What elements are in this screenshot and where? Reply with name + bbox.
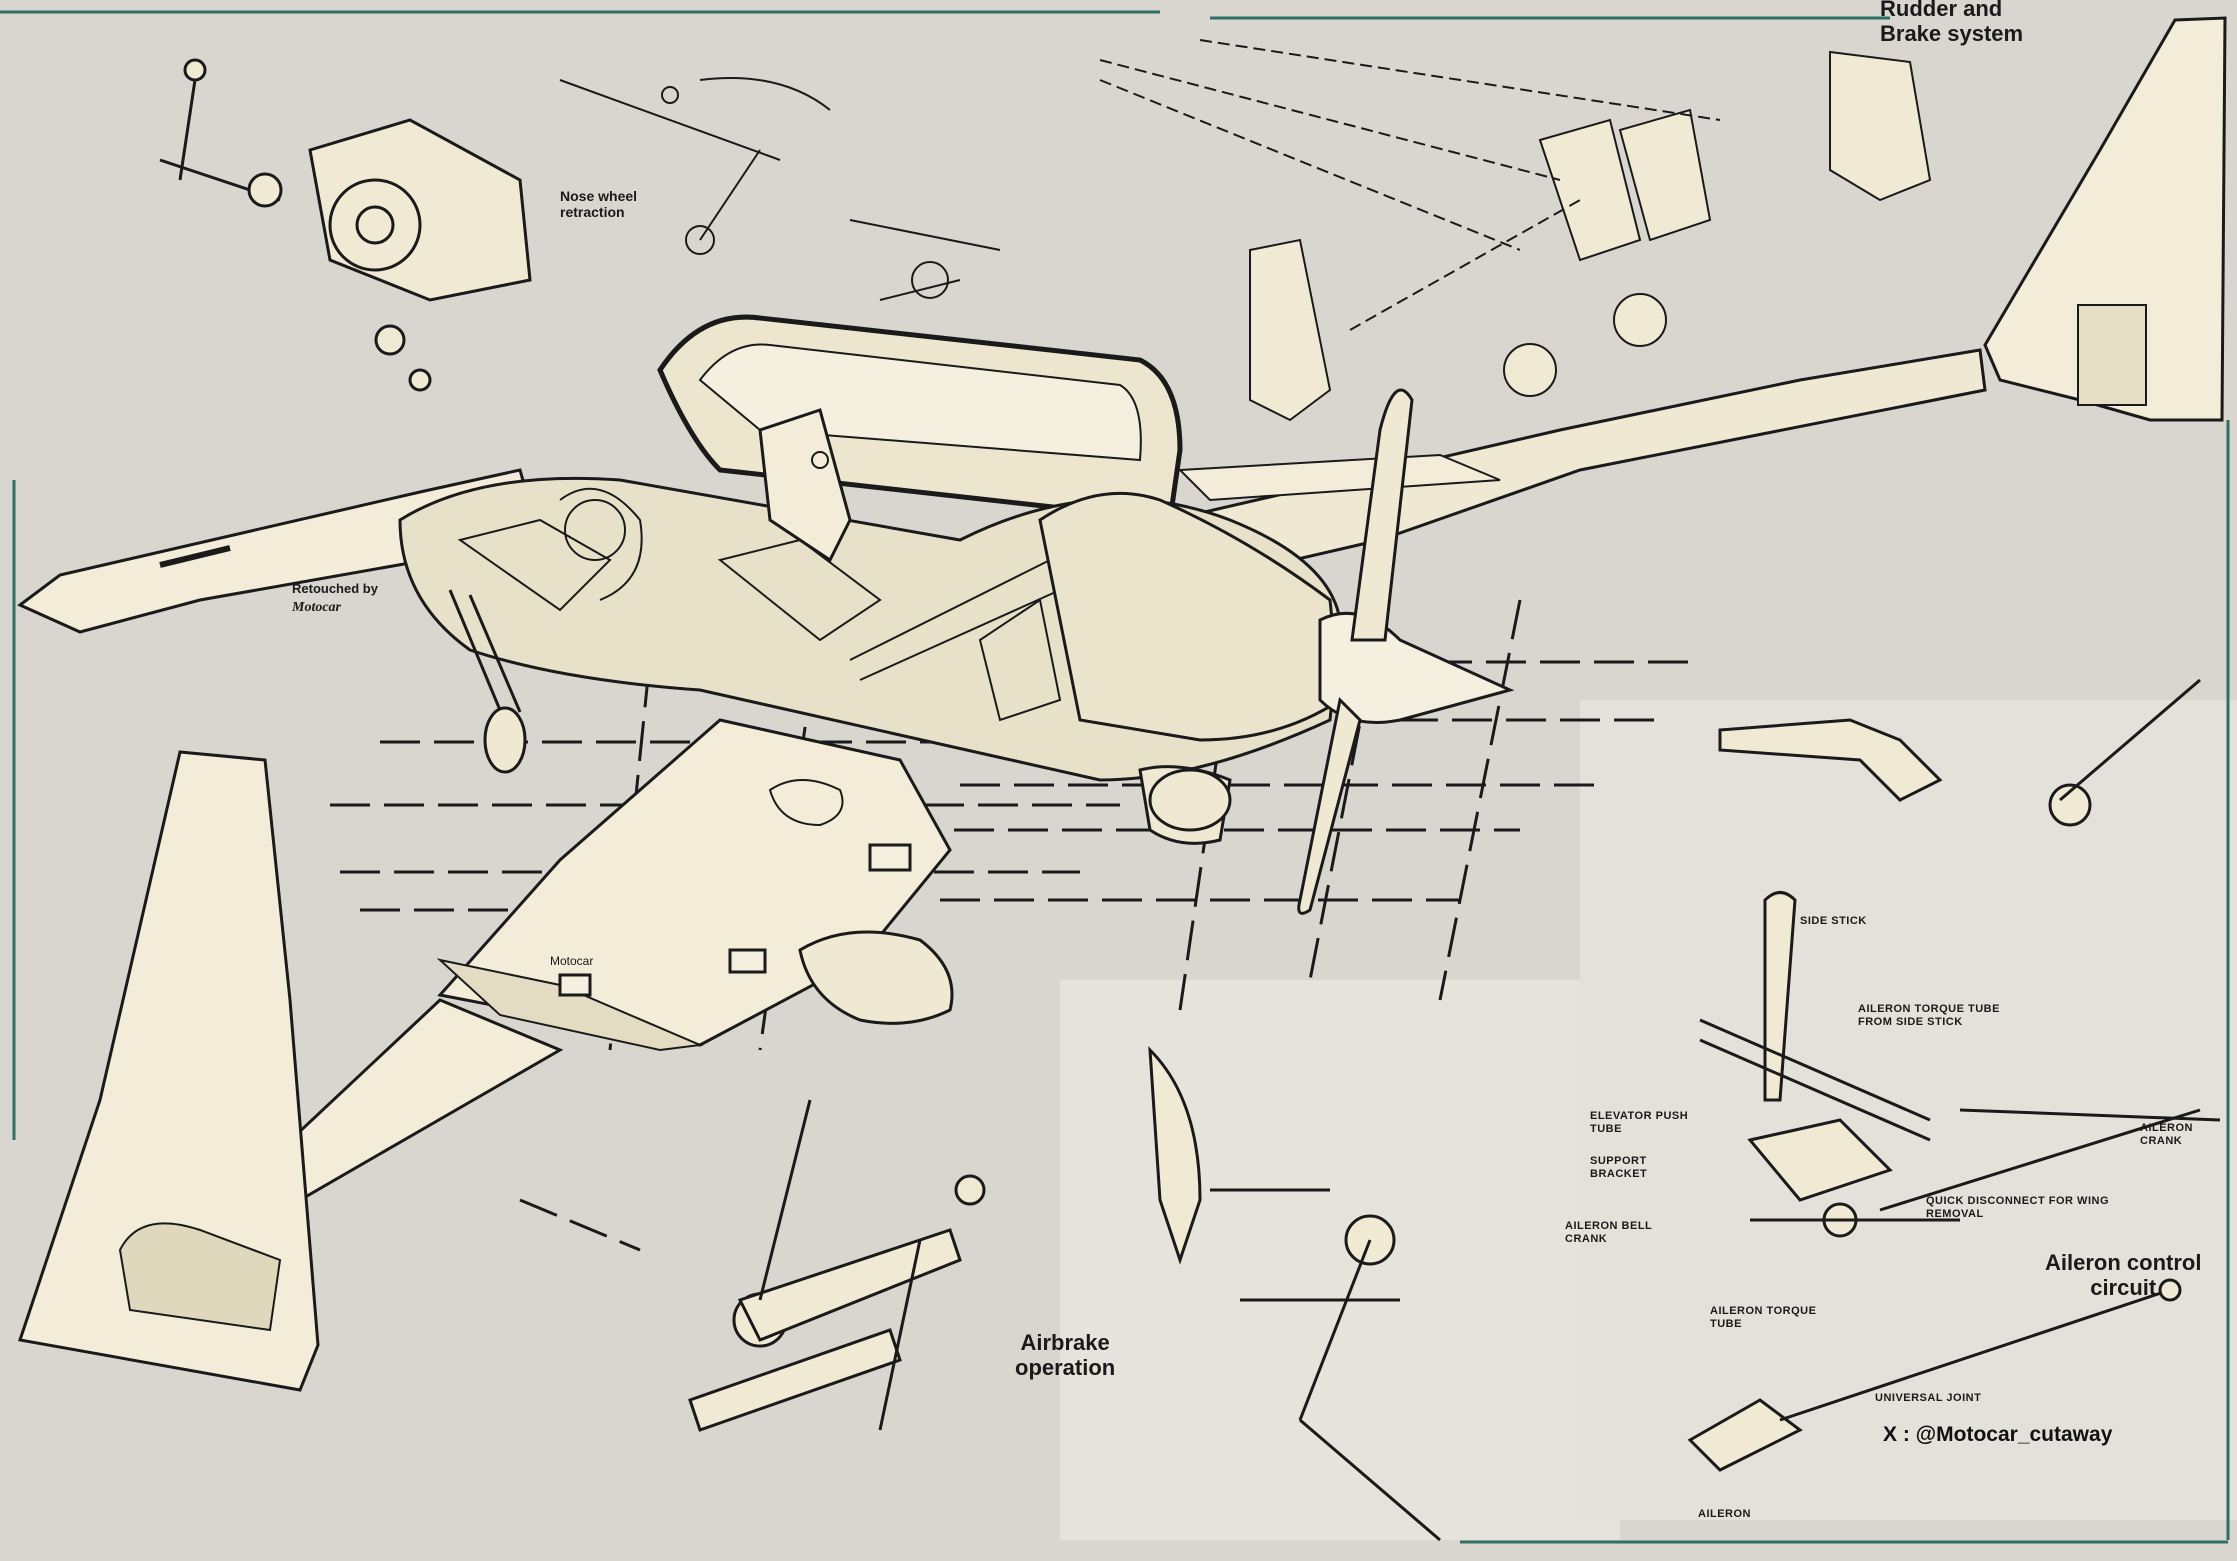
credit-handle: X : @Motocar_cutaway — [1883, 1423, 2113, 1446]
fin-tab-right — [2077, 304, 2147, 406]
retraction-gearbox — [159, 58, 532, 392]
part-aileron-torque-tube-from-stick: AILERON TORQUE TUBE FROM SIDE STICK — [1858, 1003, 2000, 1028]
near-wing-flap — [436, 958, 704, 1052]
wing-access-panel — [768, 779, 844, 827]
airbrake-mechanism — [688, 1046, 1441, 1542]
retouched-by-label: Retouched by — [292, 581, 378, 596]
seat-hole — [811, 451, 829, 469]
engine-cowling — [1038, 491, 1342, 742]
rudder-brake-assembly — [1249, 50, 1932, 422]
nose-wheel-linkage — [559, 77, 1001, 301]
part-aileron-bell-crank: AILERON BELL CRANK — [1565, 1220, 1653, 1245]
part-aileron: AILERON — [1698, 1508, 1751, 1520]
part-elevator-push-tube: ELEVATOR PUSH TUBE — [1590, 1110, 1689, 1135]
right-wing-strip — [1177, 453, 1501, 502]
wing-hinges — [558, 843, 912, 997]
wing-stamp: Motocar — [550, 954, 594, 968]
retouched-by-name: Motocar — [292, 600, 341, 615]
nose-gear — [1138, 765, 1232, 845]
propeller-blade-bottom — [1297, 696, 1362, 915]
rudder-brake-title: Rudder and Brake system — [1880, 0, 2024, 47]
wheel-fairing — [798, 930, 954, 1025]
vertical-fin-left — [18, 750, 320, 1392]
airbrake-title: Airbrake operation — [1015, 1330, 1116, 1381]
part-universal-joint: UNIVERSAL JOINT — [1875, 1392, 1982, 1404]
fin-left-internal — [118, 1222, 282, 1332]
part-aileron-torque-tube: AILERON TORQUE TUBE — [1710, 1305, 1817, 1330]
part-aileron-crank: AILERON CRANK — [2140, 1122, 2193, 1147]
part-quick-disconnect: QUICK DISCONNECT FOR WING REMOVAL — [1926, 1195, 2109, 1220]
main-gear-left — [448, 589, 527, 774]
aileron-circuit-title: Aileron control circuit — [2045, 1250, 2202, 1301]
aileron-crank-mechanism — [1718, 678, 2201, 827]
part-support-bracket: SUPPORT BRACKET — [1590, 1155, 1648, 1180]
seat-back — [758, 408, 852, 563]
aileron-circuit-parts — [1687, 891, 2221, 1472]
part-side-stick: SIDE STICK — [1800, 915, 1867, 927]
propeller-blade-top — [1350, 388, 1414, 642]
rudder-cables — [1099, 39, 1721, 331]
nose-wheel-title: Nose wheel retraction — [560, 188, 638, 221]
